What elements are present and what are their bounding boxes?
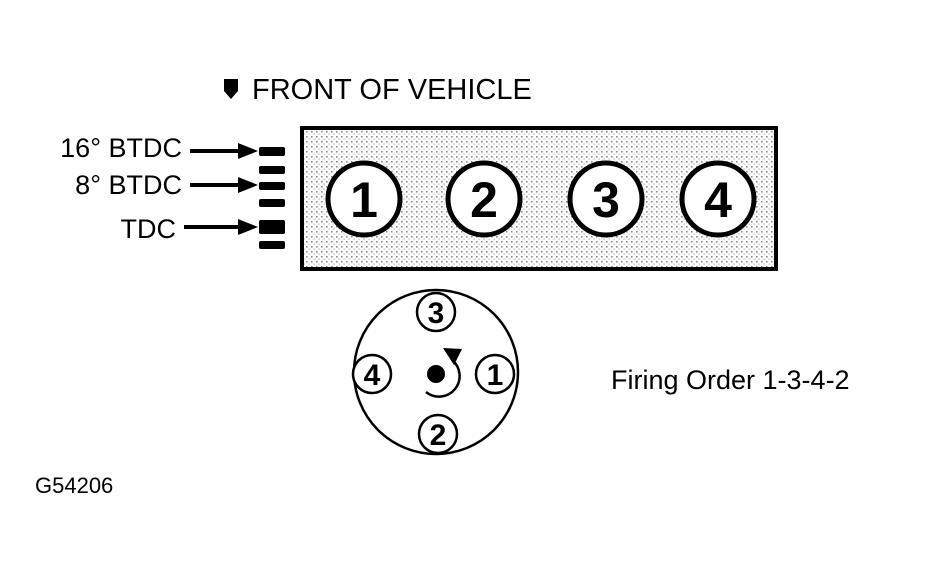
front-of-vehicle-label: FRONT OF VEHICLE (252, 74, 532, 106)
cylinder-4-number: 4 (704, 172, 732, 228)
timing-label-16-btdc: 16° BTDC (60, 133, 182, 163)
cylinder-3-number: 3 (592, 172, 620, 228)
timing-label-tdc: TDC (121, 214, 177, 244)
front-arrow-icon (224, 79, 238, 99)
terminal-top-number: 3 (428, 297, 445, 330)
cylinder-4: 4 (679, 160, 757, 238)
terminal-left-number: 4 (364, 359, 381, 392)
arrow-8-btdc-icon (190, 177, 258, 193)
timing-scale (259, 147, 285, 249)
distributor-cap: 3 1 2 4 (351, 288, 520, 456)
timing-mark (259, 241, 285, 249)
timing-label-8-btdc: 8° BTDC (75, 170, 182, 200)
cylinder-2: 2 (445, 160, 523, 238)
distributor-terminal-bottom: 2 (417, 413, 459, 455)
arrow-tdc-icon (184, 219, 258, 235)
arrow-16-btdc-icon (190, 143, 258, 159)
terminal-right-number: 1 (487, 359, 504, 392)
rotation-arrow-icon (425, 348, 462, 398)
timing-mark (259, 166, 285, 174)
distributor-terminal-left: 4 (351, 353, 393, 395)
engine-block: 1 2 3 4 (300, 126, 778, 271)
timing-mark (259, 220, 285, 234)
front-of-vehicle-header: FRONT OF VEHICLE (224, 74, 532, 106)
terminal-bottom-number: 2 (430, 419, 447, 452)
timing-mark (259, 199, 285, 207)
distributor-terminal-top: 3 (415, 291, 457, 333)
timing-mark (259, 182, 285, 190)
timing-mark (259, 147, 285, 156)
firing-order-label: Firing Order 1-3-4-2 (611, 365, 850, 395)
cylinder-3: 3 (567, 160, 645, 238)
cylinder-1: 1 (325, 160, 403, 238)
figure-id: G54206 (35, 473, 113, 498)
distributor-terminal-right: 1 (474, 353, 516, 395)
timing-mark-labels: 16° BTDC 8° BTDC TDC (60, 133, 258, 244)
cylinder-1-number: 1 (350, 172, 378, 228)
rotor-center-icon (427, 365, 445, 383)
cylinder-2-number: 2 (470, 172, 498, 228)
